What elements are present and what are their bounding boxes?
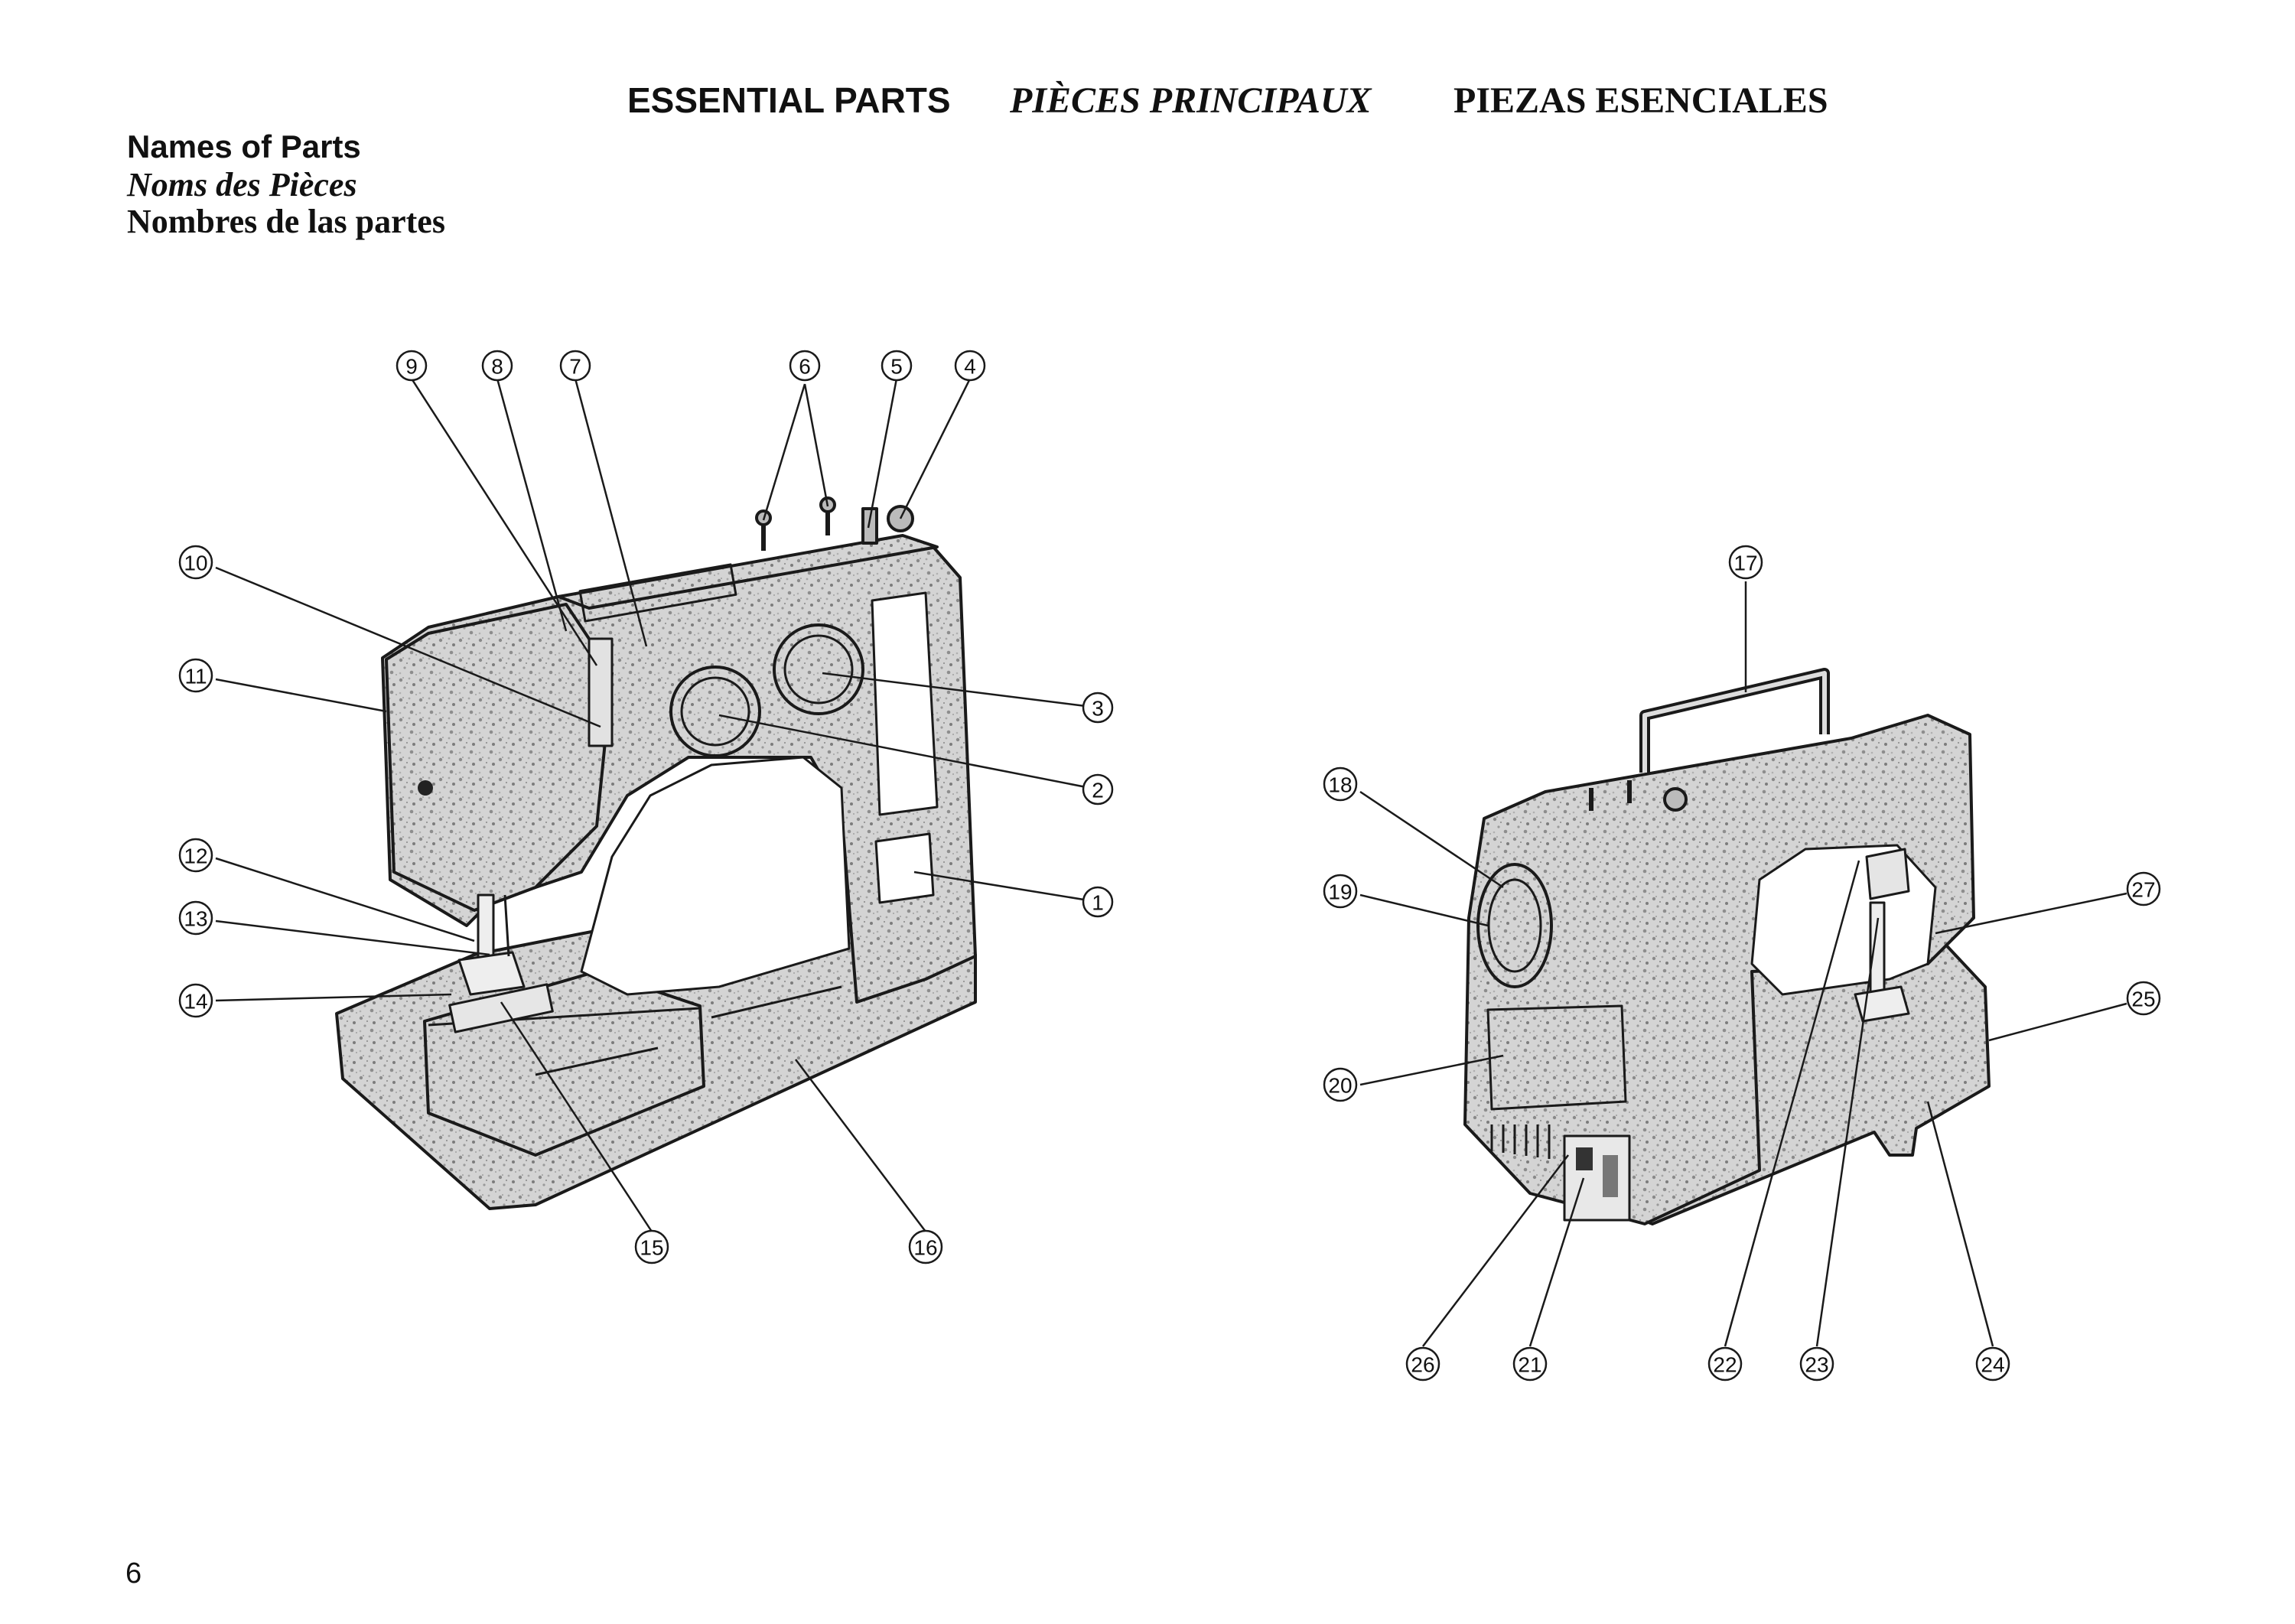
callout-17: 17 xyxy=(1733,552,1757,575)
callout-15: 15 xyxy=(640,1236,663,1260)
page-number: 6 xyxy=(125,1557,142,1590)
subtitle-english: Names of Parts xyxy=(127,129,361,164)
callout-1: 1 xyxy=(1092,891,1104,915)
callout-circles xyxy=(178,350,2161,1382)
subtitle-french: Noms des Pièces xyxy=(127,166,357,203)
callout-5: 5 xyxy=(890,355,903,379)
title-spanish: PIEZAS ESENCIALES xyxy=(1454,80,1828,121)
callout-27: 27 xyxy=(2131,878,2155,902)
callout-26: 26 xyxy=(1411,1353,1434,1377)
front-view-machine xyxy=(335,496,977,1210)
callout-24: 24 xyxy=(1981,1353,2004,1377)
leader-lines xyxy=(215,378,2127,1347)
callout-8: 8 xyxy=(491,355,503,379)
callout-3: 3 xyxy=(1092,697,1104,721)
callout-13: 13 xyxy=(184,907,207,931)
back-view-machine xyxy=(1463,668,1991,1225)
callout-7: 7 xyxy=(569,355,581,379)
callout-20: 20 xyxy=(1328,1074,1352,1098)
callout-22: 22 xyxy=(1713,1353,1737,1377)
callout-9: 9 xyxy=(405,355,418,379)
title-french: PIÈCES PRINCIPAUX xyxy=(1010,80,1372,121)
callout-21: 21 xyxy=(1518,1353,1541,1377)
callout-18: 18 xyxy=(1328,773,1352,797)
callout-6: 6 xyxy=(799,355,811,379)
callout-14: 14 xyxy=(184,990,207,1014)
callout-19: 19 xyxy=(1328,880,1352,904)
callout-12: 12 xyxy=(184,845,207,868)
title-english: ESSENTIAL PARTS xyxy=(627,80,951,120)
callout-11: 11 xyxy=(184,665,207,688)
callout-4: 4 xyxy=(964,355,976,379)
callout-25: 25 xyxy=(2131,988,2155,1011)
callout-16: 16 xyxy=(913,1236,937,1260)
callout-2: 2 xyxy=(1092,779,1104,802)
callout-10: 10 xyxy=(184,552,207,575)
subtitle-spanish: Nombres de las partes xyxy=(127,203,445,240)
callout-23: 23 xyxy=(1805,1353,1828,1377)
